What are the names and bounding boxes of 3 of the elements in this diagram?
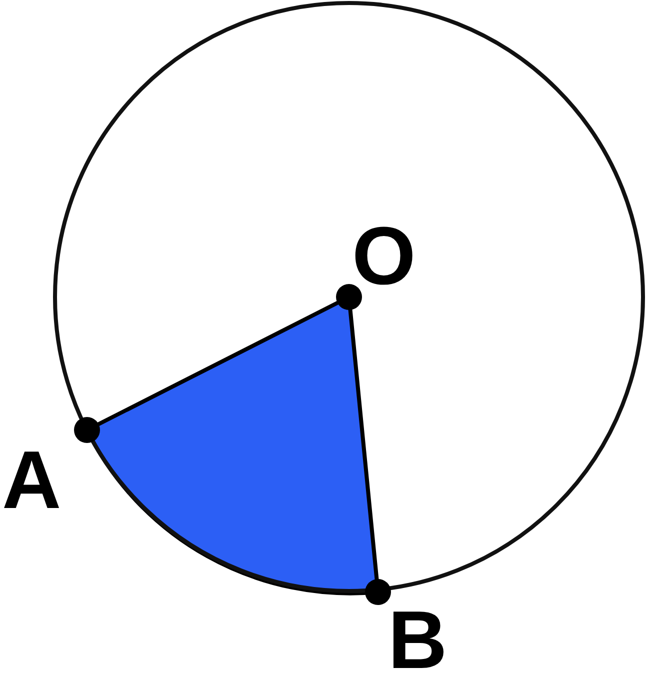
point-label: A	[2, 440, 62, 522]
point-label: O	[352, 216, 416, 298]
point-label: B	[388, 600, 448, 678]
